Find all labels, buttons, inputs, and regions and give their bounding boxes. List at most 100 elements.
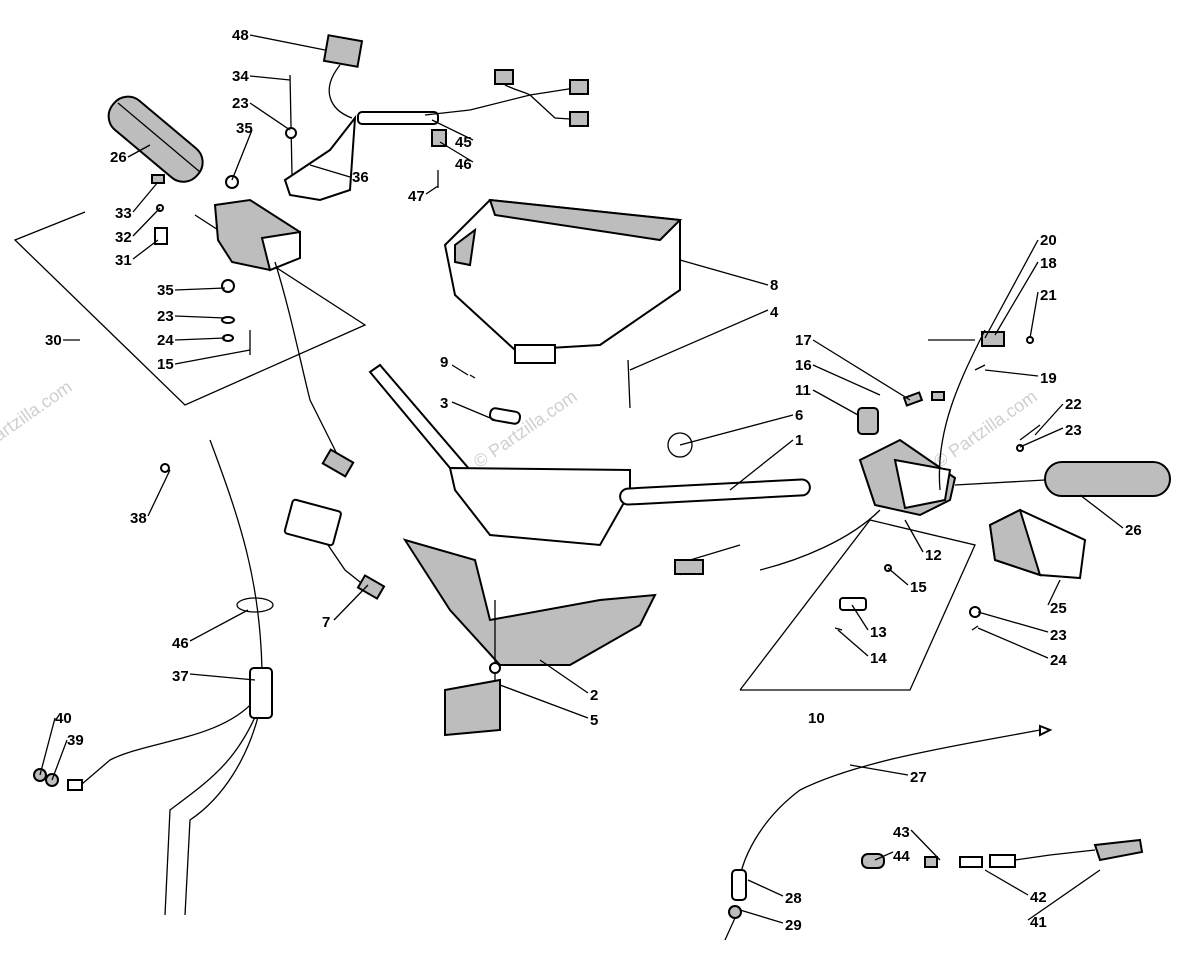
leader-line-c15b: [887, 567, 909, 586]
leader-line-c17: [812, 339, 911, 401]
leader-line-c26a: [127, 144, 151, 158]
leader-line-c2: [539, 659, 589, 694]
leader-line-c36: [309, 164, 351, 178]
throttle-lever: [283, 34, 589, 202]
leader-line-c24a: [174, 337, 226, 341]
leader-line-c39: [51, 739, 68, 781]
leader-line-c37: [189, 673, 256, 681]
leader-line-c13: [851, 604, 869, 631]
callout-c44: 44: [893, 848, 910, 865]
watermark-center: © Partzilla.com: [470, 386, 581, 472]
leader-line-c12: [904, 519, 924, 553]
right-small-parts: [928, 329, 1034, 491]
callout-c36: 36: [352, 169, 369, 186]
brake-switch-wiring: [861, 838, 1144, 869]
leader-line-c6: [679, 414, 794, 446]
callout-c23d: 23: [1050, 627, 1067, 644]
callout-c30: 30: [45, 332, 62, 349]
callout-c46b: 46: [172, 635, 189, 652]
leader-line-c1: [729, 439, 794, 491]
leader-line-c18: [994, 261, 1039, 336]
callout-group: 4834233526333231303523241545463647849320…: [39, 27, 1142, 934]
leader-line-c35b: [174, 287, 226, 291]
callout-c26a: 26: [110, 149, 127, 166]
callout-c15b: 15: [910, 579, 927, 596]
leader-line-c48: [249, 34, 326, 51]
leader-line-c22: [1034, 403, 1064, 436]
callout-c16: 16: [795, 357, 812, 374]
leader-line-c43: [910, 829, 941, 861]
right-grip: [954, 461, 1171, 497]
callout-c23c: 23: [1065, 422, 1082, 439]
callout-c33: 33: [115, 205, 132, 222]
callout-c45: 45: [455, 134, 472, 151]
leader-line-c19: [984, 369, 1039, 377]
callout-c46a: 46: [455, 156, 472, 173]
leader-line-c25: [1047, 579, 1061, 606]
leader-line-c9: [451, 364, 469, 376]
callout-c41: 41: [1030, 914, 1047, 931]
leader-line-c38: [147, 469, 171, 517]
leader-line-c24b: [977, 627, 1049, 659]
callout-c42: 42: [1030, 889, 1047, 906]
leader-line-c5: [499, 684, 589, 719]
callout-c7: 7: [322, 614, 330, 631]
watermark-right: © Partzilla.com: [930, 386, 1041, 472]
callout-c18: 18: [1040, 255, 1057, 272]
brake-lever: [969, 424, 1087, 631]
right-switch-housing: [674, 391, 957, 631]
callout-c34: 34: [232, 68, 249, 85]
callout-c15a: 15: [157, 356, 174, 373]
callout-c23a: 23: [232, 95, 249, 112]
leader-line-c4: [629, 309, 769, 371]
callout-c3: 3: [440, 395, 448, 412]
leader-line-c14: [837, 629, 869, 657]
callout-c40: 40: [55, 710, 72, 727]
callout-c28: 28: [785, 890, 802, 907]
leader-line-c23d: [977, 611, 1049, 633]
leader-line-c23c: [1019, 427, 1064, 448]
callout-c19: 19: [1040, 370, 1057, 387]
left-switch-housing: [151, 174, 301, 355]
instrument-housing: [443, 198, 683, 409]
handlebar: [368, 363, 811, 547]
throttle-cable: [33, 439, 274, 916]
group-10-bracket: [739, 519, 976, 691]
leader-line-c26b: [1079, 494, 1124, 529]
callout-c35b: 35: [157, 282, 174, 299]
callout-c12: 12: [925, 547, 942, 564]
lower-cover: [402, 538, 657, 737]
callout-c26b: 26: [1125, 522, 1142, 539]
leader-line-c20: [984, 239, 1039, 339]
callout-c25: 25: [1050, 600, 1067, 617]
brake-cable: [724, 724, 1053, 941]
leader-line-c16: [812, 364, 881, 396]
callout-c8: 8: [770, 277, 778, 294]
leader-line-c27: [849, 764, 909, 776]
callout-c35a: 35: [236, 120, 253, 137]
callout-c32: 32: [115, 229, 132, 246]
callout-c11: 11: [795, 382, 811, 399]
leader-line-c34: [249, 75, 291, 81]
callout-c24b: 24: [1050, 652, 1067, 669]
leader-line-c28: [747, 879, 784, 897]
leader-line-c41: [1027, 869, 1101, 921]
callout-c38: 38: [130, 510, 147, 527]
leader-line-c45: [431, 119, 474, 141]
leader-line-c23a: [249, 102, 291, 131]
leader-line-c33: [132, 181, 159, 213]
leader-line-c23b: [174, 315, 226, 319]
left-wiring: [274, 261, 386, 600]
callout-c43: 43: [893, 824, 910, 841]
callout-c27: 27: [910, 769, 927, 786]
leader-line-c32: [132, 207, 161, 237]
leader-line-c11: [812, 389, 859, 416]
leader-line-c29: [739, 909, 784, 924]
leader-line-c7: [333, 584, 369, 621]
callout-c37: 37: [172, 668, 189, 685]
callout-c14: 14: [870, 650, 887, 667]
leader-line-c8: [679, 259, 769, 286]
callout-c6: 6: [795, 407, 803, 424]
callout-c9: 9: [440, 354, 448, 371]
